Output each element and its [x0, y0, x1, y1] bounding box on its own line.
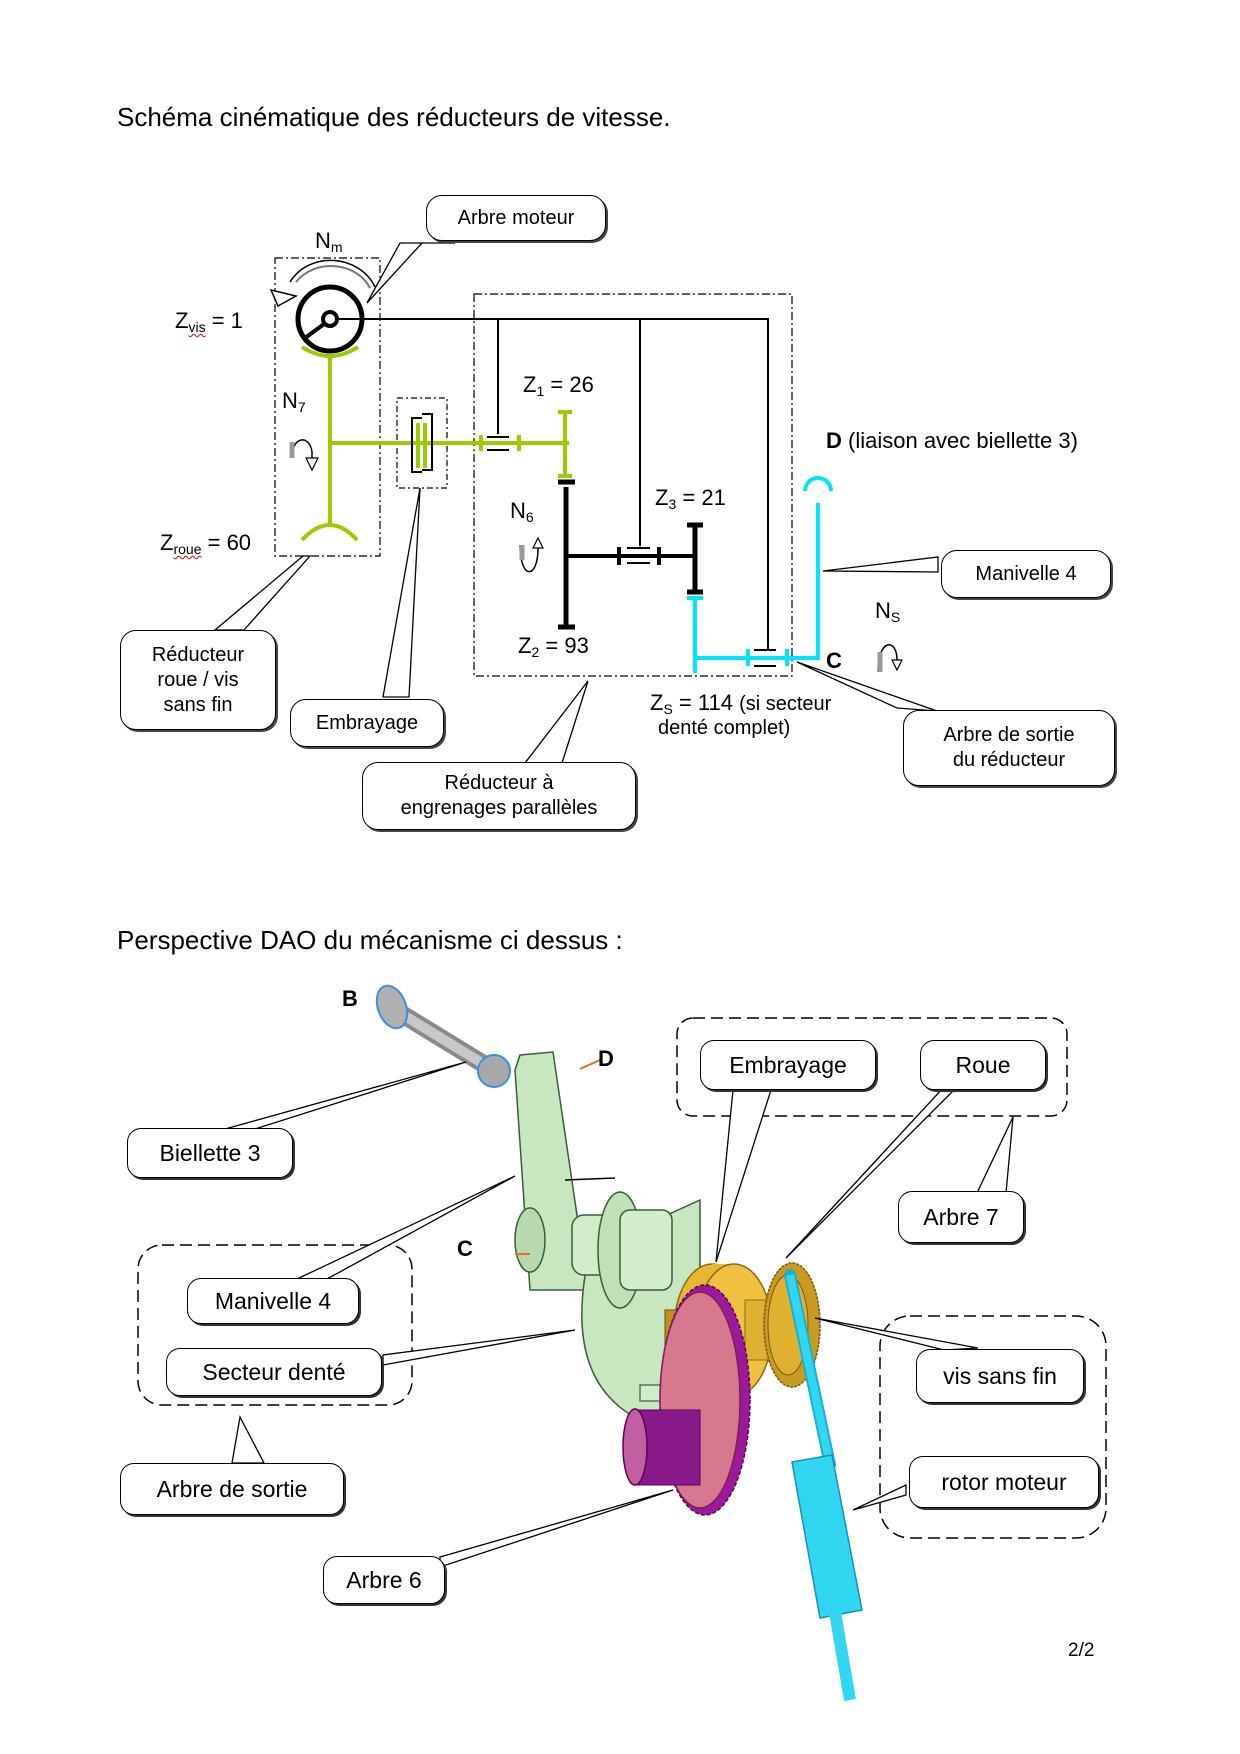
frame-line: [330, 318, 769, 650]
gear-reducer-frame: [473, 293, 793, 677]
callout-arbre7: Arbre 7: [898, 1191, 1024, 1243]
callout-reducteur-roue-vis: Réducteur roue / vis sans fin: [120, 630, 276, 730]
output-shaft: [695, 503, 820, 660]
nm-arrow-head: [269, 288, 299, 308]
label-z1: Z1 = 26: [523, 372, 594, 399]
rotor-moteur-part: [791, 1454, 863, 1702]
callout-arbre-sortie: Arbre de sortie du réducteur: [903, 710, 1115, 786]
pointer-embrayage: [382, 487, 421, 698]
pointer-manivelle-3d: [296, 1175, 516, 1280]
label-zroue: Zroue = 60: [160, 530, 252, 557]
callout-embrayage-3d: Embrayage: [700, 1040, 876, 1090]
manivelle-part: [514, 1051, 616, 1291]
label-point-b: B: [342, 986, 358, 1011]
perspective-heading: Perspective DAO du mécanisme ci dessus :: [117, 925, 623, 955]
label-zs: ZS = 114 (si secteur: [650, 690, 832, 717]
label-zs-note: denté complet): [658, 717, 791, 739]
callout-arbre-moteur: Arbre moteur: [426, 195, 606, 241]
n7-rotation-arrow: [289, 439, 319, 472]
arbre6-part: [622, 1284, 751, 1516]
label-nm: Nm: [315, 228, 343, 255]
label-zvis: Zvis = 1: [175, 308, 243, 335]
schema-heading: Schéma cinématique des réducteurs de vit…: [117, 102, 671, 132]
vis-sans-fin-part: [784, 1269, 836, 1471]
clutch-left-plate: [411, 417, 422, 473]
callout-rotor-moteur: rotor moteur: [909, 1456, 1099, 1508]
pointer-biellette: [224, 1061, 467, 1130]
pointer-embrayage-3d: [715, 1089, 772, 1263]
label-n7: N7: [282, 388, 306, 415]
worm-circle: [295, 284, 365, 354]
worm-reducer-frame: [274, 257, 381, 557]
group-box-arbre7: [676, 1017, 1068, 1117]
worm-wheel-top-arc: [300, 345, 360, 358]
label-point-c: C: [826, 648, 842, 673]
callout-embrayage: Embrayage: [290, 699, 444, 747]
label-point-c-3d: C: [457, 1236, 473, 1261]
pointer-arbre-moteur: [366, 242, 455, 304]
label-ns: NS: [875, 598, 901, 625]
worm-axis: [321, 310, 339, 328]
clutch-right-plate: [422, 413, 433, 471]
worm-wheel-bottom-arc: [300, 523, 359, 542]
pointer-vis: [814, 1317, 979, 1351]
label-point-d: D (liaison avec biellette 3): [826, 428, 1078, 453]
callout-vis-sans-fin: vis sans fin: [916, 1349, 1084, 1403]
pointer-rotor: [852, 1483, 907, 1511]
n6-rotation-arrow: [519, 536, 544, 573]
label-point-d-3d: D: [598, 1046, 614, 1071]
pointer-arbre6: [439, 1489, 674, 1568]
ns-rotation-arrow: [877, 644, 903, 673]
kinematic-schema: [213, 242, 939, 764]
page-number: 2/2: [1068, 1640, 1095, 1661]
pointer-manivelle: [822, 556, 939, 573]
label-z3: Z3 = 21: [655, 485, 726, 512]
callout-manivelle: Manivelle 4: [941, 550, 1111, 598]
pointer-arbre-sortie: [796, 661, 938, 712]
pointer-secteur: [382, 1329, 576, 1366]
nm-rotation-arrow: [289, 259, 376, 288]
biellette-part: [375, 984, 511, 1088]
group-box-motor: [879, 1315, 1107, 1539]
crank-d-joint: [803, 476, 833, 492]
callout-arbre-sortie-3d: Arbre de sortie: [120, 1463, 344, 1515]
label-z2: Z2 = 93: [518, 633, 589, 660]
callout-arbre6: Arbre 6: [323, 1556, 445, 1604]
callout-manivelle-3d: Manivelle 4: [187, 1278, 359, 1324]
group-box-output: [137, 1244, 413, 1406]
pointer-arbre7: [975, 1116, 1014, 1194]
callout-secteur-dente: Secteur denté: [166, 1348, 382, 1396]
callout-reducteur-engrenages: Réducteur à engrenages parallèles: [362, 762, 636, 830]
worm-spoke: [303, 322, 326, 340]
callout-roue: Roue: [920, 1040, 1046, 1090]
pointer-arbre-sortie-3d: [231, 1414, 266, 1464]
label-n6: N6: [510, 498, 534, 525]
callout-biellette: Biellette 3: [127, 1128, 293, 1178]
